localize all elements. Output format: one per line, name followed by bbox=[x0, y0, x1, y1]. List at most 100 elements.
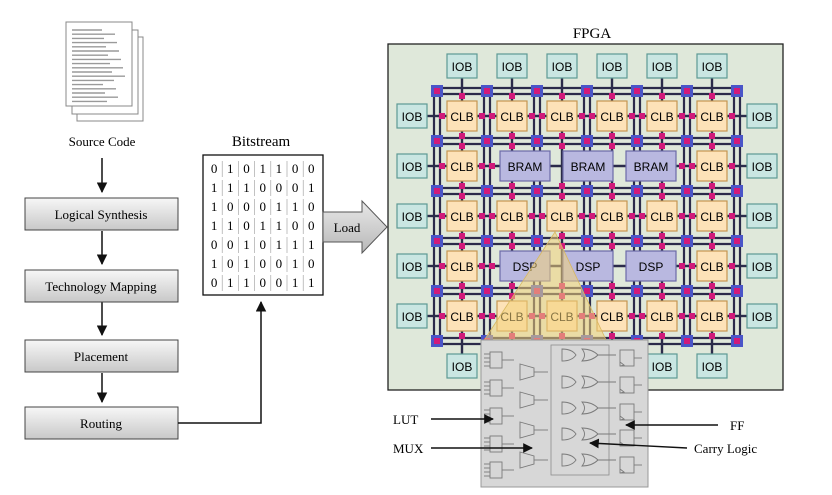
clb-block bbox=[696, 100, 728, 132]
clb-block-label: CLB bbox=[550, 210, 573, 224]
flow-step-logical-synthesis: Logical Synthesis bbox=[24, 197, 179, 231]
callout-mux: MUX bbox=[393, 441, 533, 456]
callout-ff: FF bbox=[625, 418, 744, 433]
bit-cell: 0 bbox=[308, 218, 315, 233]
clb-block-label: CLB bbox=[500, 110, 523, 124]
bit-cell: 0 bbox=[243, 161, 250, 176]
clb-block-label: CLB bbox=[700, 260, 723, 274]
iob-block-label: IOB bbox=[502, 60, 523, 74]
iob-block-label: IOB bbox=[402, 160, 423, 174]
bram-block-label: BRAM bbox=[571, 160, 606, 174]
bram-block bbox=[562, 150, 614, 182]
bit-cell: 0 bbox=[259, 237, 266, 252]
logic-block-detail bbox=[480, 339, 649, 488]
clb-block bbox=[446, 250, 478, 282]
clb-block bbox=[496, 100, 528, 132]
bit-cell: 0 bbox=[276, 275, 283, 290]
bit-cell: 0 bbox=[292, 180, 299, 195]
clb-block bbox=[646, 300, 678, 332]
iob-block bbox=[746, 303, 778, 329]
bit-cell: 0 bbox=[308, 199, 315, 214]
iob-block bbox=[696, 53, 728, 79]
iob-block bbox=[396, 303, 428, 329]
clb-block bbox=[446, 100, 478, 132]
bram-block-label: BRAM bbox=[508, 160, 543, 174]
step-label: Technology Mapping bbox=[45, 279, 157, 294]
iob-block bbox=[396, 103, 428, 129]
bit-cell: 1 bbox=[227, 218, 234, 233]
clb-block bbox=[446, 150, 478, 182]
iob-block-label: IOB bbox=[752, 110, 773, 124]
dsp-block-label: DSP bbox=[639, 260, 664, 274]
clb-block bbox=[546, 100, 578, 132]
iob-block-label: IOB bbox=[752, 160, 773, 174]
bit-cell: 1 bbox=[276, 199, 283, 214]
iob-block-label: IOB bbox=[602, 60, 623, 74]
fpga-fabric: IOB IOB IOB IOB IOB IOB IOB IOB IOB IOB IOB IOB IOB I… bbox=[396, 53, 778, 379]
iob-block-label: IOB bbox=[402, 110, 423, 124]
bit-cell: 0 bbox=[259, 275, 266, 290]
clb-block-label: CLB bbox=[600, 310, 623, 324]
clb-block-label: CLB bbox=[450, 260, 473, 274]
fpga-title: FPGA bbox=[573, 26, 612, 42]
clb-block bbox=[646, 200, 678, 232]
bit-cell: 0 bbox=[211, 161, 218, 176]
iob-block bbox=[446, 53, 478, 79]
bit-cell: 0 bbox=[259, 180, 266, 195]
bit-cell: 1 bbox=[292, 275, 299, 290]
iob-block-label: IOB bbox=[402, 310, 423, 324]
iob-block bbox=[496, 53, 528, 79]
clb-block bbox=[546, 200, 578, 232]
bit-cell: 1 bbox=[292, 199, 299, 214]
routing-to-bitstream-arrow bbox=[178, 300, 267, 424]
callout-lut-label: LUT bbox=[393, 412, 418, 427]
iob-block-label: IOB bbox=[402, 260, 423, 274]
bit-cell: 0 bbox=[243, 199, 250, 214]
bit-cell: 0 bbox=[276, 180, 283, 195]
iob-block-label: IOB bbox=[652, 60, 673, 74]
iob-block-label: IOB bbox=[652, 360, 673, 374]
bit-cell: 1 bbox=[292, 237, 299, 252]
bit-cell: 0 bbox=[292, 218, 299, 233]
iob-block bbox=[396, 153, 428, 179]
bit-cell: 0 bbox=[308, 161, 315, 176]
clb-block bbox=[646, 100, 678, 132]
clb-block-label: CLB bbox=[700, 160, 723, 174]
iob-block bbox=[746, 203, 778, 229]
clb-block-label: CLB bbox=[700, 310, 723, 324]
iob-block-label: IOB bbox=[702, 60, 723, 74]
clb-block-label: CLB bbox=[700, 210, 723, 224]
bit-cell: 1 bbox=[211, 218, 218, 233]
clb-block bbox=[446, 200, 478, 232]
iob-block-label: IOB bbox=[752, 310, 773, 324]
bit-cell: 1 bbox=[276, 218, 283, 233]
step-label: Routing bbox=[80, 416, 122, 431]
bit-cell: 1 bbox=[276, 237, 283, 252]
flow-step-routing: Routing bbox=[24, 406, 179, 440]
bit-cell: 1 bbox=[308, 180, 315, 195]
iob-block-label: IOB bbox=[402, 210, 423, 224]
load-label: Load bbox=[334, 220, 361, 235]
iob-block bbox=[696, 353, 728, 379]
bit-cell: 0 bbox=[211, 237, 218, 252]
flow-step-placement: Placement bbox=[24, 339, 179, 373]
dsp-block-label: DSP bbox=[576, 260, 601, 274]
bit-cell: 0 bbox=[227, 237, 234, 252]
bit-cell: 1 bbox=[308, 275, 315, 290]
callout-mux-label: MUX bbox=[393, 441, 424, 456]
bram-block-label: BRAM bbox=[634, 160, 669, 174]
clb-block bbox=[696, 300, 728, 332]
iob-block-label: IOB bbox=[452, 360, 473, 374]
callout-lut: LUT bbox=[393, 412, 494, 427]
bit-cell: 0 bbox=[292, 161, 299, 176]
iob-block bbox=[546, 53, 578, 79]
iob-block bbox=[396, 253, 428, 279]
step-label: Logical Synthesis bbox=[55, 207, 148, 222]
iob-block bbox=[646, 53, 678, 79]
dsp-block bbox=[625, 250, 677, 282]
bit-cell: 1 bbox=[211, 180, 218, 195]
clb-block bbox=[446, 300, 478, 332]
bit-cell: 1 bbox=[227, 161, 234, 176]
bit-cell: 1 bbox=[259, 218, 266, 233]
